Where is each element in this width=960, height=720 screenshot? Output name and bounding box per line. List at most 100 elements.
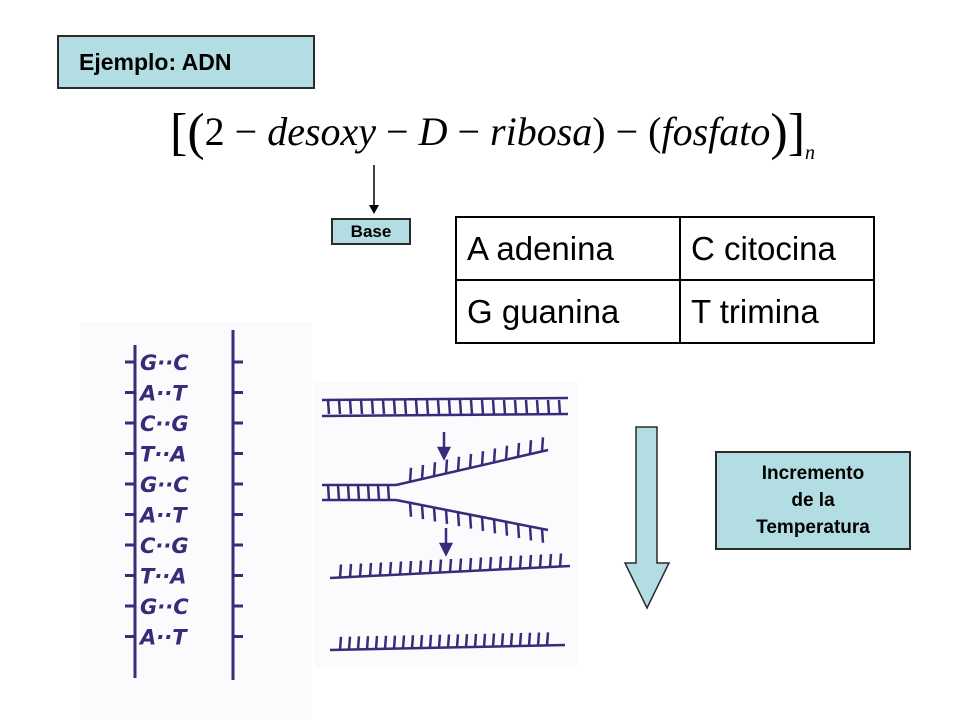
base-tick: [374, 635, 379, 650]
base-tick: [528, 526, 533, 541]
base-tick: [468, 557, 473, 572]
base-tick: [356, 484, 361, 501]
base-tick: [376, 484, 381, 501]
base-tick: [502, 399, 507, 415]
base-tick: [473, 633, 478, 648]
base-tick: [358, 563, 363, 577]
base-tick: [432, 462, 437, 477]
title-box: Ejemplo: ADN: [57, 35, 315, 89]
base-tick: [535, 399, 540, 415]
base-tick: [455, 634, 460, 648]
ladder-pair-label: G··C: [140, 473, 189, 497]
base-tick: [491, 633, 496, 647]
base-tick: [456, 456, 461, 471]
base-tick: [540, 528, 545, 543]
base-tick: [518, 632, 523, 647]
ladder-pair-label: G··C: [140, 595, 189, 619]
base-tick: [437, 634, 442, 648]
base-tick: [408, 467, 413, 482]
base-tick: [504, 521, 509, 536]
base-tick: [527, 632, 532, 646]
strand-sketches: [321, 396, 571, 652]
formula-ribosa: ribosa: [490, 109, 593, 154]
base-tick: [420, 505, 425, 520]
table-cell: A adenina: [455, 216, 681, 281]
double-strand-top: [321, 396, 569, 418]
ladder-sketch-paper: [80, 322, 312, 720]
base-tick: [448, 558, 453, 573]
base-tick: [518, 555, 523, 569]
base-tick: [546, 399, 551, 415]
base-tick: [468, 514, 473, 529]
base-tick: [428, 634, 433, 648]
base-tick: [516, 523, 521, 539]
base-tick: [498, 556, 503, 570]
temperature-label: Incremento de la Temperatura: [756, 463, 870, 538]
base-tick: [398, 561, 403, 575]
table-cell: G guanina: [455, 279, 681, 344]
base-tick: [386, 484, 391, 501]
base-tick: [365, 636, 370, 650]
base-tick: [392, 399, 397, 415]
base-pointer-arrow: [369, 165, 379, 214]
base-tick: [509, 633, 514, 647]
base-tick: [326, 399, 331, 415]
base-tick: [500, 633, 505, 647]
base-tick: [456, 512, 461, 527]
base-tick: [348, 399, 353, 415]
base-tick: [447, 399, 452, 415]
base-tick: [548, 553, 553, 568]
base-tick: [536, 632, 541, 646]
base-tick: [388, 561, 393, 576]
ladder-pair-label: A··T: [138, 626, 188, 650]
base-tick: [528, 440, 533, 455]
base-tick: [469, 399, 474, 415]
base-tick: [348, 563, 353, 578]
base-tick: [420, 464, 425, 480]
base-tick: [366, 484, 371, 501]
base-tick: [425, 399, 430, 415]
base-tick: [446, 634, 451, 648]
ladder-pair-label: A··T: [138, 504, 188, 528]
formula-close-bracket: )]: [770, 104, 806, 161]
table-cell: T trimina: [679, 279, 875, 344]
base-tick: [383, 635, 388, 649]
base-tick: [508, 555, 513, 570]
base-tick: [410, 635, 415, 649]
base-tick: [444, 509, 449, 524]
formula-mid: ) − (: [592, 109, 662, 154]
base-tick: [528, 554, 533, 569]
formula-dash2: −: [447, 109, 491, 154]
base-tick: [480, 399, 485, 415]
base-tick: [326, 484, 331, 501]
single-strand-2: [329, 632, 566, 652]
base-tick: [491, 399, 496, 415]
base-tick: [337, 399, 342, 415]
ladder-pair-label: A··T: [138, 382, 188, 406]
base-tick: [492, 448, 497, 463]
formula: [(2 − desoxy − D − ribosa) − (fosfato)]n: [170, 103, 815, 165]
base-tick: [403, 399, 408, 415]
base-tick: [540, 437, 545, 452]
base-tick: [557, 399, 562, 415]
base-tick: [432, 507, 437, 522]
formula-D: D: [418, 109, 448, 154]
formula-fosfato: fosfato: [661, 109, 771, 154]
base-tick: [438, 559, 443, 573]
bases-table: A adenina C citocina G guanina T trimina: [455, 216, 875, 344]
strand-sketch-paper: [315, 382, 577, 668]
formula-subscript: n: [805, 142, 816, 164]
formula-dash1: −: [376, 109, 419, 154]
base-tick: [392, 635, 397, 649]
temperature-down-arrow: [623, 426, 671, 610]
base-tick: [414, 399, 419, 415]
base-tick: [464, 634, 469, 648]
base-tick: [458, 399, 463, 415]
table-cell: C citocina: [679, 216, 875, 281]
base-tick: [419, 634, 424, 649]
base-tick: [428, 559, 433, 574]
base-tick: [436, 399, 441, 415]
base-tick: [488, 556, 493, 571]
base-tick: [418, 560, 423, 574]
base-tick: [545, 632, 550, 646]
